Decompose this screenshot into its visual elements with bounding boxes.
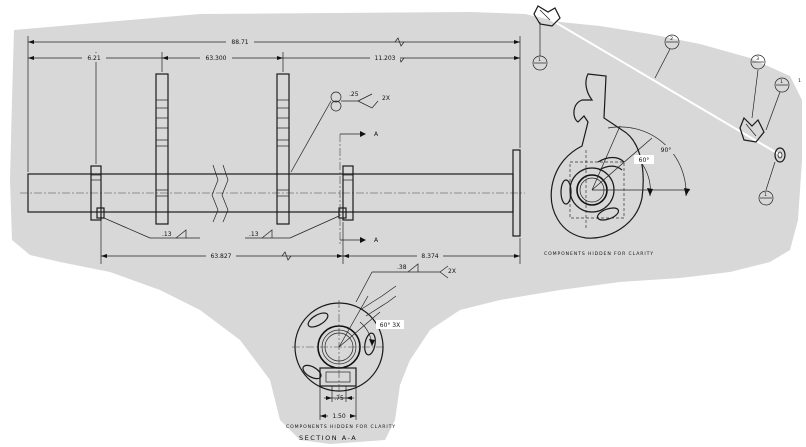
balloon-2: 2: [670, 36, 674, 42]
collar-left: [90, 165, 105, 221]
overall-length-dim: 88.71: [231, 39, 248, 46]
section-dim-width: 1.50: [332, 413, 346, 420]
iso-cam-left: [533, 5, 561, 27]
cam-left: [155, 73, 169, 225]
end-view-cam-outline: [550, 73, 644, 239]
front-view: 88.71 6.21 63.300 11.203 .25 2X: [20, 36, 525, 264]
left-offset-dim: 6.21: [87, 55, 101, 62]
weld-left-size: .13: [162, 231, 172, 238]
balloon-3: 3: [756, 56, 760, 62]
section-view: .38 2X 60° 3X .75 1.50 COMPONENTS HIDDEN…: [286, 263, 456, 442]
isometric-view: 1 2 3 1 1 1: [532, 5, 802, 206]
break-line: [211, 164, 219, 223]
center-spacing-dim: 63.300: [206, 55, 227, 62]
weld-callout-top: .25 2X: [290, 91, 390, 173]
balloon-group: 1 2 3 1 1 1: [532, 22, 802, 206]
weld-top-size: .25: [349, 91, 359, 98]
bottom-dimensions: 63.827 8.374: [100, 220, 521, 264]
weld-callouts-lower: .13 .13: [103, 215, 340, 239]
balloon-1c: 1: [764, 192, 768, 198]
break-line-2: [221, 164, 229, 223]
iso-cam-right: [739, 116, 765, 143]
section-title: SECTION A-A: [299, 434, 357, 442]
balloon-1a: 1: [538, 57, 542, 63]
sheet-background: [10, 12, 802, 444]
section-weld-tail: 2X: [448, 268, 456, 275]
top-dimensions: 88.71 6.21 63.300 11.203: [27, 36, 521, 172]
balloon-1d: 1: [798, 78, 802, 84]
right-length-dim: 11.203: [375, 55, 396, 62]
section-dim-small: .75: [334, 395, 344, 402]
lower-left-dim: 63.827: [211, 253, 232, 260]
cam-right: [276, 73, 290, 225]
section-note: COMPONENTS HIDDEN FOR CLARITY: [286, 424, 396, 430]
end-view: 90° 60° COMPONENTS HIDDEN FOR CLARITY: [544, 73, 690, 257]
collar-right: [338, 165, 354, 221]
weld-right-size: .13: [249, 231, 259, 238]
end-flange: [512, 149, 521, 237]
section-label-top: A: [374, 131, 379, 138]
end-view-note: COMPONENTS HIDDEN FOR CLARITY: [544, 251, 654, 257]
angle-outer: 90°: [661, 147, 672, 154]
angle-inner: 60°: [639, 157, 650, 164]
weld-top-tail: 2X: [382, 95, 390, 102]
iso-end-flange: [774, 147, 786, 163]
lower-right-dim: 8.374: [421, 253, 438, 260]
section-weld-size: .38: [397, 264, 407, 271]
section-angle: 60° 3X: [380, 322, 400, 329]
balloon-1b: 1: [780, 79, 784, 85]
section-label-bottom: A: [374, 237, 379, 244]
